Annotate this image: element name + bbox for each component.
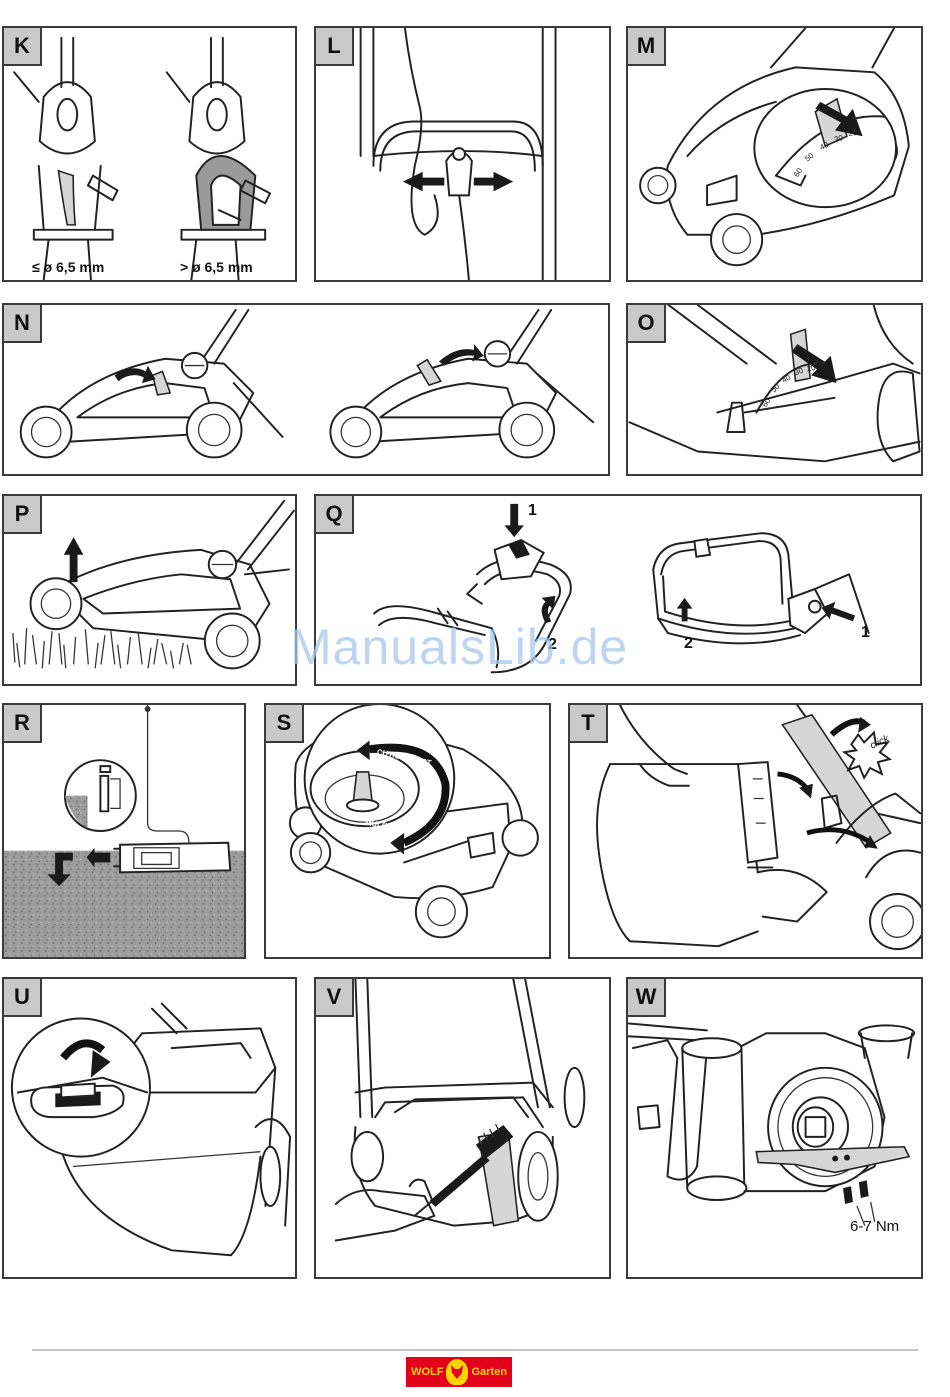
panel-s-tag: S [266, 705, 304, 743]
panel-p-tag: P [4, 496, 42, 534]
panel-o-tag: O [628, 305, 666, 343]
panel-t: T click [568, 703, 923, 959]
mower-height-adjust-illustration [4, 305, 608, 474]
wolf-garten-logo: WOLF Garten [406, 1357, 512, 1387]
mulch-mode-selector-illustration: CUT/COLLECT MULCH [266, 705, 549, 957]
footer-divider [32, 1349, 918, 1351]
cable-diameter-large-label: > ø 6,5 mm [180, 259, 253, 275]
handle-switch-operation-illustration [316, 496, 920, 684]
panel-r: R [2, 703, 246, 959]
q-step-1-top: 1 [528, 502, 537, 520]
q-step-1-right: 1 [861, 624, 870, 642]
q-step-2-left: 2 [548, 636, 557, 654]
panel-k-tag: K [4, 28, 42, 66]
panel-u: U [2, 977, 297, 1279]
panel-s: S CUT/COLLECT MULCH [264, 703, 551, 959]
panel-r-tag: R [4, 705, 42, 743]
panel-o: O 60 50 40 30 20 [626, 303, 923, 476]
cutting-height-lever-illustration: 60 50 40 30 20 [628, 28, 921, 280]
cleaning-deck-illustration [316, 979, 609, 1277]
mower-tilt-start-illustration [4, 496, 295, 684]
panel-k: K ≤ ø 6,5 mm > ø 6,5 mm [2, 26, 297, 282]
scale-50: 50 [769, 381, 782, 394]
blade-torque-label: 6-7 Nm [850, 1218, 899, 1235]
panel-q: Q 1 2 2 1 [314, 494, 922, 686]
panel-u-tag: U [4, 979, 42, 1017]
logo-wolf-text: WOLF [411, 1366, 443, 1378]
cable-diameter-small-label: ≤ ø 6,5 mm [32, 259, 104, 275]
height-scale-closeup-illustration: 60 50 40 30 20 [628, 305, 921, 474]
panel-l: L [314, 26, 611, 282]
panel-n: N [2, 303, 610, 476]
panel-w: W 6-7 Nm [626, 977, 923, 1279]
q-step-2-right: 2 [684, 635, 693, 653]
panel-v-tag: V [316, 979, 354, 1017]
panel-t-tag: T [570, 705, 608, 743]
handle-cable-hook-illustration [316, 28, 609, 280]
cable-strain-relief-illustration [4, 28, 295, 280]
logo-garten-text: Garten [471, 1366, 506, 1378]
panel-w-tag: W [628, 979, 666, 1017]
panel-p: P [2, 494, 297, 686]
panel-n-tag: N [4, 305, 42, 343]
wolf-head-icon [446, 1359, 468, 1385]
panel-m-tag: M [628, 28, 666, 66]
panel-q-tag: Q [316, 496, 354, 534]
scale-40: 40 [780, 372, 793, 384]
panel-l-tag: L [316, 28, 354, 66]
panel-v: V [314, 977, 611, 1279]
bag-fill-indicator-illustration [4, 979, 295, 1277]
panel-m: M 60 50 40 30 20 [626, 26, 923, 282]
